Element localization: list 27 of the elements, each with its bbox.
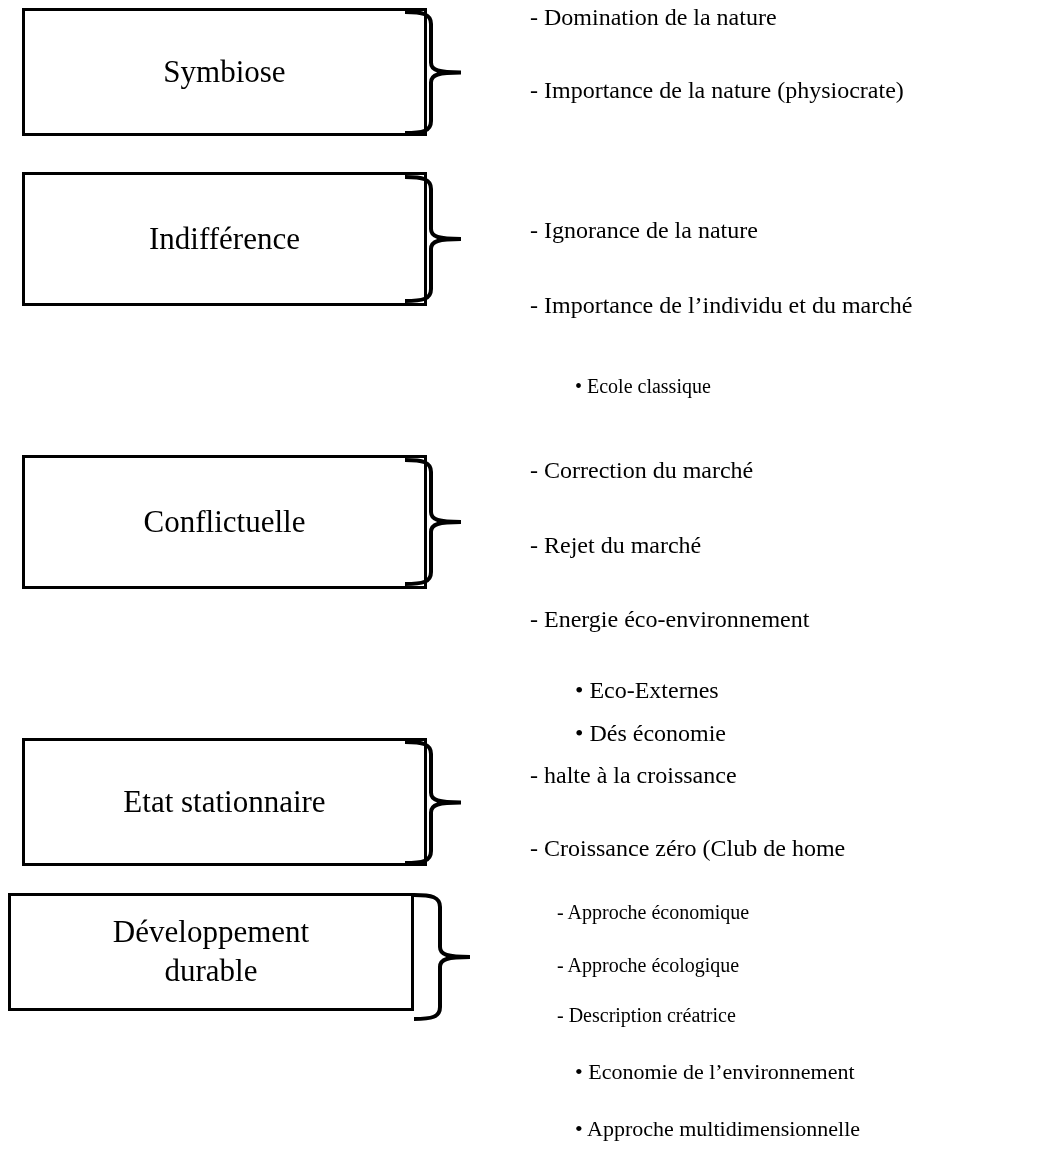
box-title: Conflictuelle [143,502,306,541]
list-item: • Ecole classique [575,375,711,397]
box-title: Etat stationnaire [123,782,326,821]
list-item: - Croissance zéro (Club de home [530,835,846,862]
list-item: - Approche écologique [557,954,740,976]
list-item: • Approche multidimensionnelle [575,1117,861,1142]
list-item: • Eco-Externes [575,677,719,704]
list-item: • Economie de l’environnement [575,1060,855,1085]
list-item: • Dés économie [575,720,727,747]
list-item: - Approche économique [557,901,750,923]
text-box [22,8,427,136]
text-box [8,893,414,1011]
list-item: - halte à la croissance [530,762,737,789]
list-item: - Importance de l’individu et du marché [530,292,913,319]
list-item: - Importance de la nature (physiocrate) [530,77,904,104]
text-box [22,172,427,306]
list-item: - Rejet du marché [530,532,702,559]
list-item: - Ignorance de la nature [530,217,758,244]
list-item: - Energie éco-environnement [530,606,810,633]
box-title: Indifférence [149,219,300,258]
box-title: Symbiose [163,52,286,91]
list-item: - Domination de la nature [530,4,777,31]
text-box [22,455,427,589]
list-item: - Correction du marché [530,457,754,484]
box-title: Développement durable [111,913,311,990]
text-box [22,738,427,866]
list-item: - Description créatrice [557,1004,736,1026]
